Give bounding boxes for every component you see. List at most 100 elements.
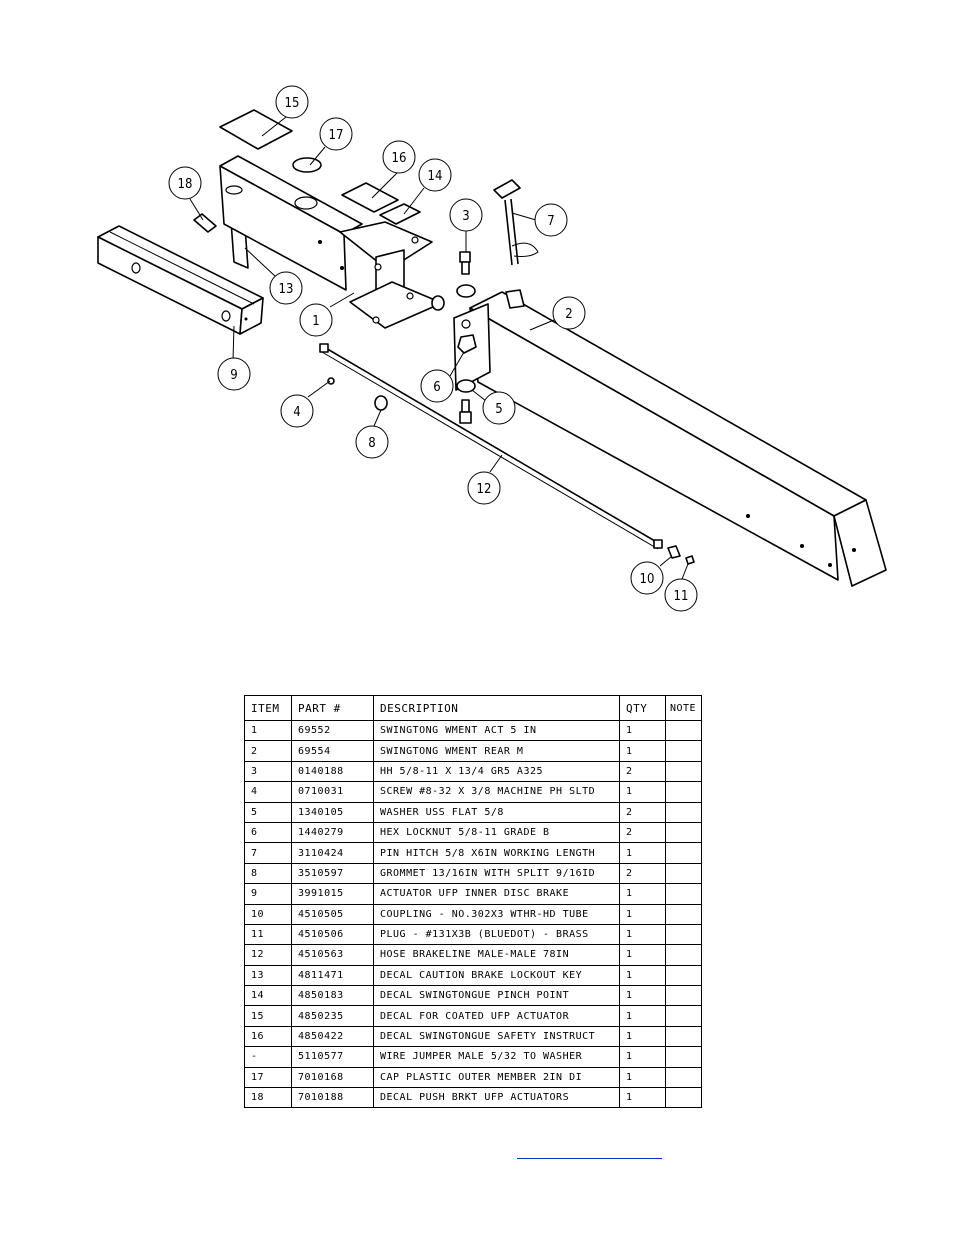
cell-item: 7 — [244, 842, 292, 864]
cell-item: 11 — [244, 923, 292, 946]
cell-qty: 1 — [619, 1087, 666, 1109]
cell-description: GROMMET 13/16IN WITH SPLIT 9/16ID — [373, 862, 620, 885]
cell-description: DECAL PUSH BRKT UFP ACTUATORS — [373, 1087, 620, 1109]
cell-item: 8 — [244, 862, 292, 885]
balloon-12: 12 — [467, 471, 501, 505]
footer-link-underline[interactable] — [517, 1158, 662, 1159]
cell-description: WIRE JUMPER MALE 5/32 TO WASHER — [373, 1046, 620, 1068]
balloon-15: 15 — [275, 85, 309, 119]
washer-5-b — [456, 379, 476, 393]
cell-qty: 1 — [619, 964, 666, 987]
cell-part-number: 7010168 — [291, 1066, 374, 1089]
cell-part-number: 1340105 — [291, 801, 374, 823]
cell-description: DECAL SWINGTONGUE PINCH POINT — [373, 985, 620, 1007]
cell-qty: 1 — [619, 740, 666, 762]
cell-note — [665, 842, 702, 864]
table-header-row: ITEM PART # DESCRIPTION QTY NOTE — [244, 695, 702, 721]
svg-text:17: 17 — [329, 128, 344, 143]
cell-part-number: 1440279 — [291, 821, 374, 844]
cell-item: - — [244, 1046, 292, 1068]
svg-text:18: 18 — [178, 177, 193, 192]
cell-note — [665, 923, 702, 946]
svg-text:6: 6 — [433, 380, 440, 395]
svg-text:16: 16 — [392, 151, 407, 166]
cell-qty: 1 — [619, 1066, 666, 1089]
leader-lines — [189, 116, 689, 580]
svg-text:5: 5 — [495, 402, 502, 417]
cell-description: PIN HITCH 5/8 X6IN WORKING LENGTH — [373, 842, 620, 864]
exploded-assembly-diagram: 15 17 16 14 18 13 1 9 3 7 2 6 5 4 8 12 1… — [97, 85, 887, 612]
washer-5-a — [456, 284, 476, 298]
balloon-7: 7 — [534, 203, 568, 237]
bolt-3-b — [459, 399, 472, 424]
decal-15 — [219, 109, 293, 150]
cell-description: CAP PLASTIC OUTER MEMBER 2IN DI — [373, 1066, 620, 1089]
balloon-1: 1 — [299, 303, 333, 337]
cell-part-number: 4510505 — [291, 903, 374, 925]
balloon-4: 4 — [280, 394, 314, 428]
bolt-3 — [459, 251, 471, 275]
balloon-17: 17 — [319, 117, 353, 151]
svg-text:7: 7 — [547, 214, 554, 229]
header-item: ITEM — [244, 695, 292, 721]
cell-item: 3 — [244, 760, 292, 783]
cell-note — [665, 883, 702, 905]
cell-note — [665, 1066, 702, 1089]
balloon-18: 18 — [168, 166, 202, 200]
cell-part-number: 4850422 — [291, 1025, 374, 1048]
hose-12 — [319, 343, 663, 550]
cell-part-number: 5110577 — [291, 1046, 374, 1068]
cell-description: COUPLING - NO.302X3 WTHR-HD TUBE — [373, 903, 620, 925]
cap-17 — [292, 157, 322, 173]
cell-qty: 1 — [619, 719, 666, 742]
cell-qty: 2 — [619, 821, 666, 844]
cell-note — [665, 1087, 702, 1109]
cell-qty: 1 — [619, 923, 666, 946]
cell-item: 15 — [244, 1005, 292, 1027]
cell-qty: 1 — [619, 842, 666, 864]
balloon-8: 8 — [355, 425, 389, 459]
cell-qty: 1 — [619, 1005, 666, 1027]
balloon-10: 10 — [630, 561, 664, 595]
rear-weldment-2 — [453, 289, 887, 587]
cell-part-number: 69552 — [291, 719, 374, 742]
cell-note — [665, 1005, 702, 1027]
cell-item: 16 — [244, 1025, 292, 1048]
front-weldment-1 — [219, 155, 443, 329]
cell-item: 13 — [244, 964, 292, 987]
cell-note — [665, 719, 702, 742]
screw-4 — [327, 377, 335, 385]
cell-qty: 1 — [619, 781, 666, 803]
actuator-tube-9 — [97, 225, 264, 335]
balloon-11: 11 — [664, 578, 698, 612]
cell-note — [665, 760, 702, 783]
balloon-2: 2 — [552, 296, 586, 330]
cell-item: 17 — [244, 1066, 292, 1089]
svg-text:8: 8 — [368, 436, 375, 451]
cell-item: 6 — [244, 821, 292, 844]
cell-description: SCREW #8-32 X 3/8 MACHINE PH SLTD — [373, 781, 620, 803]
svg-text:2: 2 — [565, 307, 572, 322]
cell-description: SWINGTONG WMENT REAR M — [373, 740, 620, 762]
cell-description: SWINGTONG WMENT ACT 5 IN — [373, 719, 620, 742]
svg-text:12: 12 — [477, 482, 492, 497]
cell-note — [665, 1046, 702, 1068]
balloon-3: 3 — [449, 198, 483, 232]
cell-qty: 2 — [619, 760, 666, 783]
cell-note — [665, 964, 702, 987]
balloon-9: 9 — [217, 357, 251, 391]
cell-part-number: 4850235 — [291, 1005, 374, 1027]
svg-text:4: 4 — [293, 405, 300, 420]
cell-note — [665, 944, 702, 966]
